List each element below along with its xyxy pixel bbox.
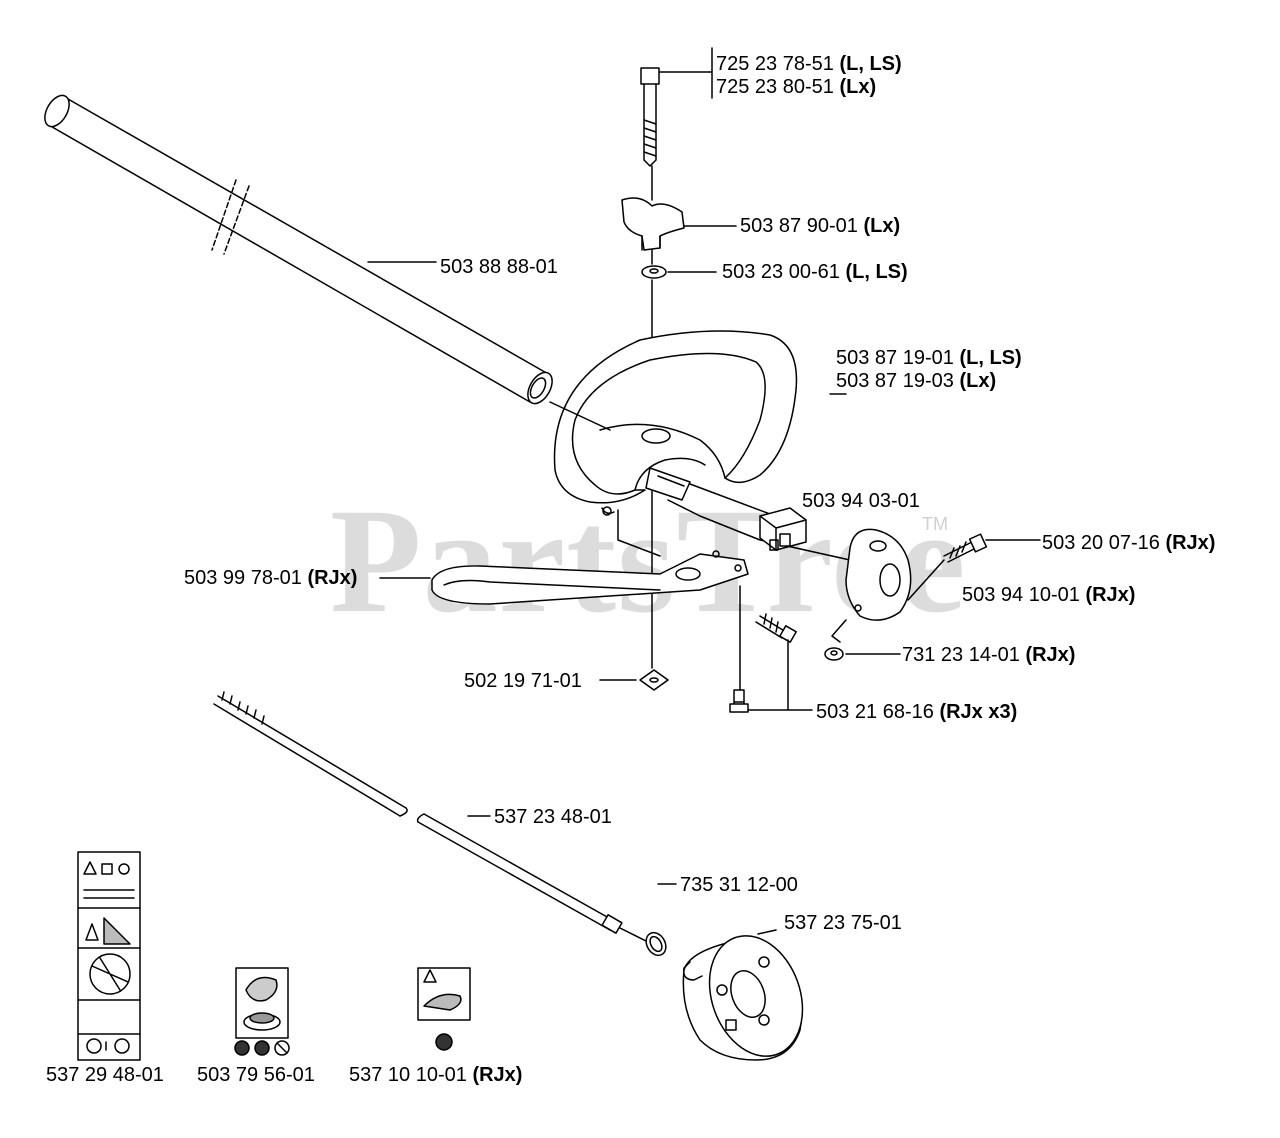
part-label-bolt: 725 23 78-51 (L, LS) [716, 53, 902, 75]
guard-bar-drawing [431, 550, 749, 605]
tube-drawing [44, 94, 553, 405]
square-nut-drawing [639, 669, 669, 691]
shaft-drawing [213, 691, 623, 934]
part-label-guard-bar: 503 99 78-01 (RJx) [184, 567, 358, 589]
clamp-drawing [759, 507, 807, 551]
part-label-decal-b: 503 79 56-01 [197, 1064, 315, 1086]
part-label-decal-a: 537 29 48-01 [46, 1064, 164, 1086]
part-label-handle: 503 87 19-01 (L, LS) [836, 347, 1022, 369]
part-label-drum: 537 23 75-01 [784, 912, 902, 934]
decal-b-drawing [234, 967, 290, 1056]
cover-drawing [845, 528, 912, 621]
assembly-guide-lines [549, 401, 851, 561]
part-label-screw-a: 503 20 07-16 (RJx) [1042, 532, 1216, 554]
guide-guard-bar [617, 509, 661, 557]
part-label-screw-b: 503 21 68-16 (RJx x3) [816, 701, 1018, 723]
part-label-wing-knob: 503 87 90-01 (Lx) [740, 215, 901, 237]
part-label-decal-c: 537 10 10-01 (RJx) [349, 1064, 523, 1086]
leader-drum [757, 929, 777, 935]
part-label-shaft: 537 23 48-01 [494, 806, 612, 828]
bolt-drawing [640, 67, 660, 167]
washer-drawing [641, 265, 667, 279]
part-label-nut: 731 23 14-01 (RJx) [902, 644, 1076, 666]
leader-screw-b [739, 585, 813, 711]
nut-drawing [824, 647, 844, 661]
wing-knob-drawing [621, 197, 685, 251]
leader-bolt [659, 47, 713, 99]
handle-drawing [553, 330, 798, 516]
guide-screw-a [907, 559, 945, 601]
screw-b-drawing [729, 613, 797, 713]
part-label-handle-alt: 503 87 19-03 (Lx) [836, 370, 997, 392]
part-label-washer: 503 23 00-61 (L, LS) [722, 261, 908, 283]
screw-a-drawing [943, 533, 988, 563]
part-label-tube: 503 88 88-01 [440, 256, 558, 278]
leader-cover [831, 619, 847, 643]
part-label-clamp: 503 94 03-01 [802, 490, 920, 512]
drum-drawing [682, 935, 804, 1061]
decal-a-drawing [77, 851, 141, 1061]
part-label-bolt-alt: 725 23 80-51 (Lx) [716, 76, 877, 98]
watermark-trademark: TM [922, 514, 948, 534]
part-label-square-nut: 502 19 71-01 [464, 670, 582, 692]
decal-c-drawing [417, 967, 471, 1051]
part-label-cover: 503 94 10-01 (RJx) [962, 584, 1136, 606]
oring-drawing [645, 931, 667, 957]
part-label-oring: 735 31 12-00 [680, 874, 798, 896]
